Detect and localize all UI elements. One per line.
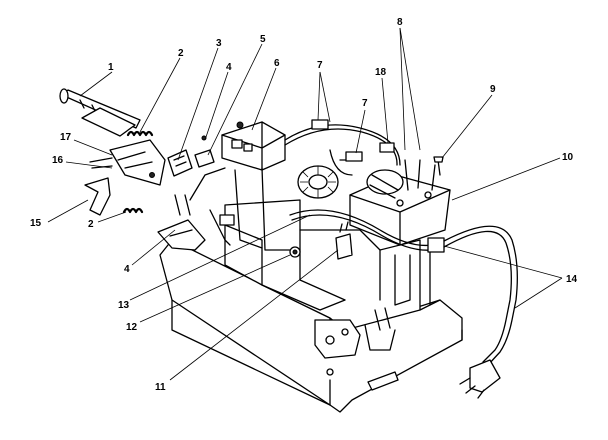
callout-15: 15 [30,218,42,229]
callout-9: 9 [490,84,496,95]
toroid-coil [297,165,339,199]
callout-17: 17 [60,132,72,143]
wiring-harness [189,119,401,251]
callout-14: 14 [566,274,578,285]
callout-3: 3 [216,38,222,49]
spring-upper [126,130,154,137]
slide-rod-assembly [59,88,141,137]
callout-12: 12 [126,322,138,333]
switch-bracket [89,139,166,186]
callout-16: 16 [52,155,64,166]
callout-4b: 4 [124,264,130,275]
power-cord [289,209,518,399]
callout-11: 11 [155,382,166,393]
switch-box [221,121,286,171]
callout-6: 6 [274,58,280,69]
clip-bracket [84,177,111,216]
callout-2b: 2 [88,219,94,230]
spring-lower [122,207,144,214]
callout-5: 5 [260,34,266,45]
terminal-bracket [335,221,353,260]
callout-4a: 4 [226,62,232,73]
callout-7a: 7 [317,60,323,71]
callout-1: 1 [108,62,114,73]
callout-7b: 7 [362,98,368,109]
cable-grommet [289,246,301,258]
callout-labels: 1 2 3 4 5 6 7 7 8 18 9 10 17 16 15 2 4 1… [30,17,578,393]
callout-18: 18 [375,67,387,78]
callout-10: 10 [562,152,574,163]
connector-block [167,149,193,177]
mounting-screw [433,156,444,176]
callout-2a: 2 [178,48,184,59]
callout-13: 13 [118,300,130,311]
actuator-lever [157,194,235,251]
small-clip [194,135,215,168]
transformer [349,159,451,246]
leader-lines [47,27,563,381]
callout-8: 8 [397,17,403,28]
